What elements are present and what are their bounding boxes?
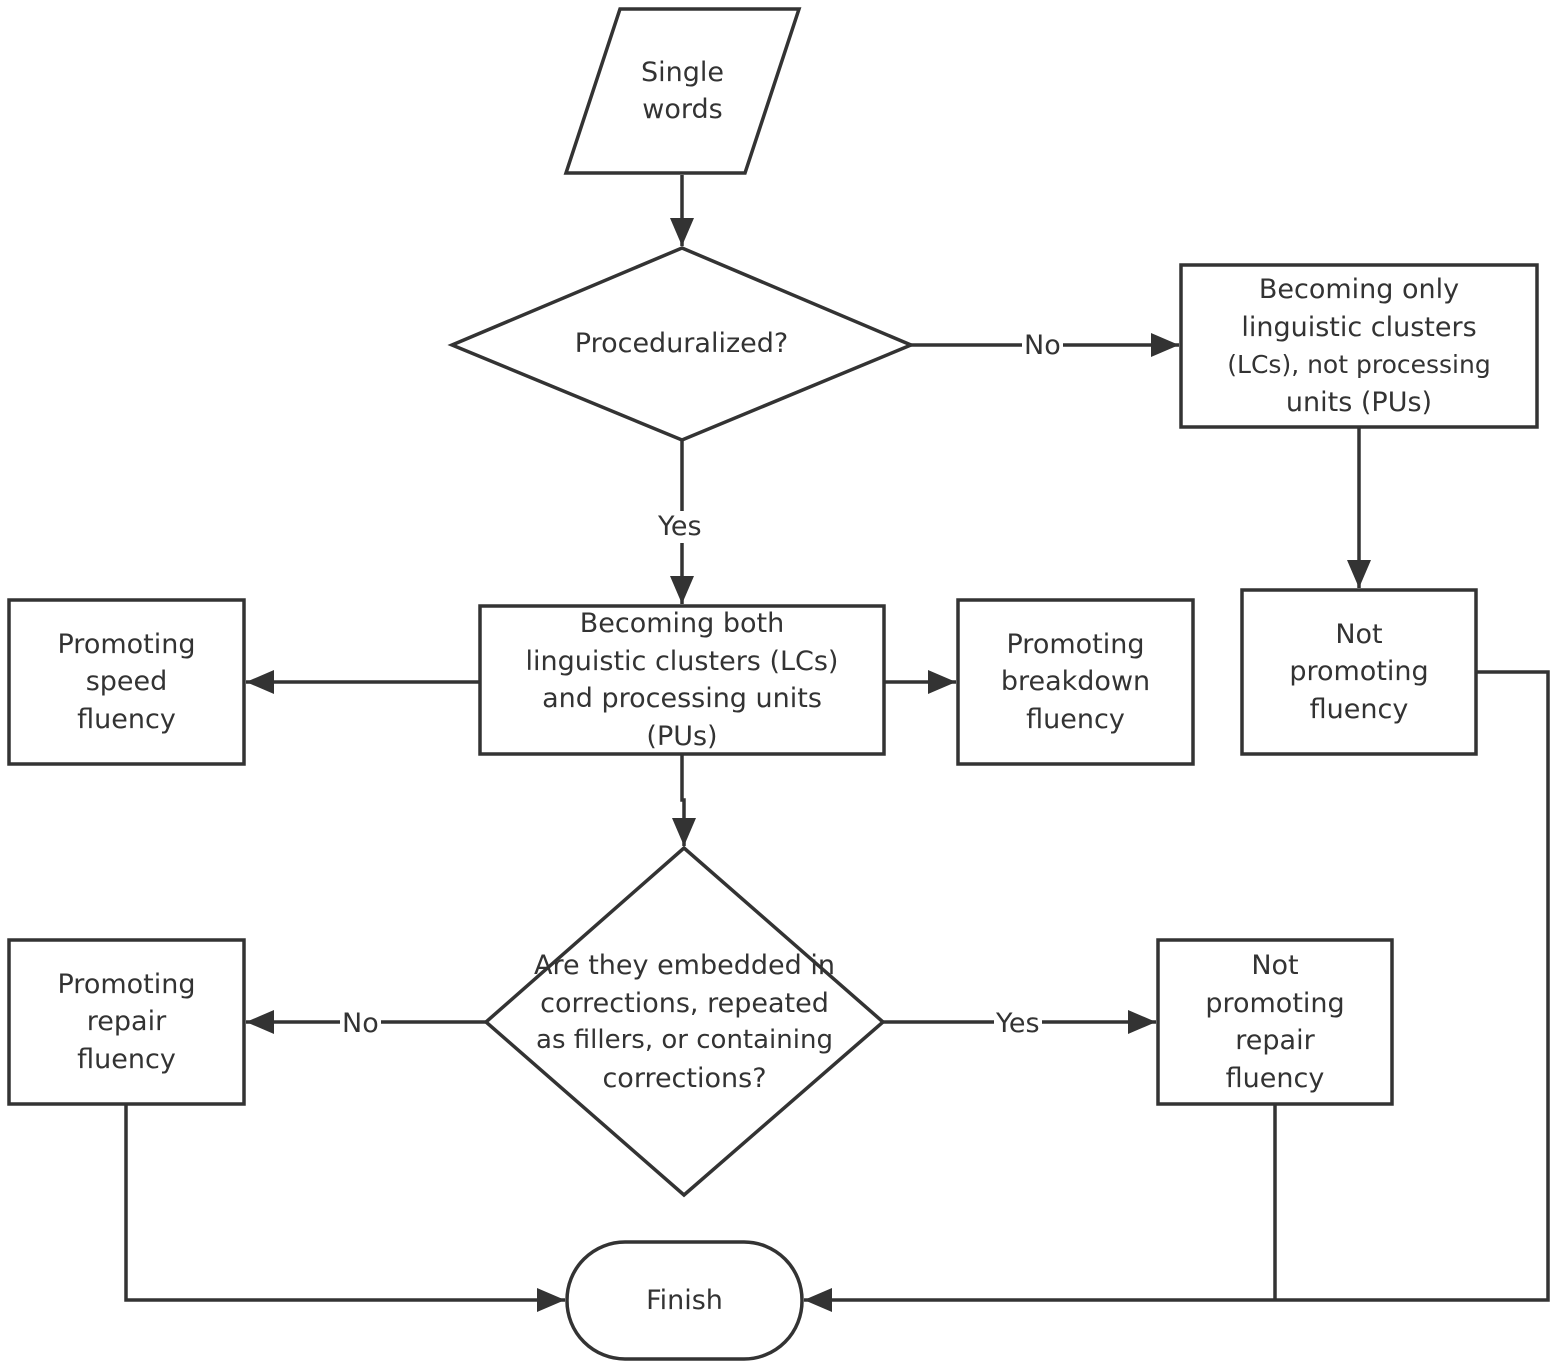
decision-embedded-line-3: as fillers, or containing [536, 1025, 833, 1055]
only-lcs-line-1: Becoming only [1258, 274, 1460, 305]
both-lcs-pus-line-2: linguistic clusters (LCs) [525, 645, 839, 677]
only-lcs-line-3: (LCs), not processing [1227, 350, 1491, 379]
finish-label: Finish [567, 1242, 802, 1359]
only-lcs-label: Becoming only linguistic clusters (LCs),… [1181, 265, 1537, 427]
speed-fluency-label: Promoting speed fluency [9, 600, 244, 764]
edge-label-proceduralized-yes: Yes [656, 511, 704, 543]
decision-embedded-diamond [483, 845, 886, 1198]
edge-label-embedded-no: No [340, 1008, 381, 1040]
start-label-line-1: Single [640, 56, 724, 88]
speed-fluency-box [7, 598, 246, 766]
repair-fluency-label: Promoting repair fluency [9, 940, 244, 1104]
not-repair-fluency-line-1: Not [1251, 950, 1299, 981]
decision-embedded-line-2: corrections, repeated [540, 987, 829, 1019]
not-promoting-fluency-line-1: Not [1335, 618, 1383, 650]
decision-embedded-line-4: corrections? [602, 1062, 767, 1094]
finish-line-1: Finish [646, 1284, 723, 1316]
not-repair-fluency-label: Not promoting repair fluency [1158, 940, 1392, 1104]
not-promoting-fluency-line-2: promoting [1289, 656, 1429, 688]
both-lcs-pus-line-1: Becoming both [579, 608, 785, 639]
not-promoting-fluency-line-3: fluency [1309, 693, 1409, 725]
finish-terminator [565, 1240, 804, 1361]
speed-fluency-line-2: speed [85, 666, 168, 698]
not-repair-fluency-line-2: promoting [1205, 987, 1345, 1019]
edge-label-proceduralized-no: No [1022, 330, 1063, 362]
decision-embedded-line-1: Are they embedded in [534, 950, 835, 981]
not-repair-fluency-line-4: fluency [1225, 1062, 1325, 1094]
start-parallelogram [563, 7, 802, 175]
breakdown-fluency-line-2: breakdown [1000, 666, 1151, 698]
only-lcs-line-2: linguistic clusters [1241, 311, 1477, 343]
speed-fluency-line-1: Promoting [57, 628, 196, 660]
both-lcs-pus-label: Becoming both linguistic clusters (LCs) … [480, 606, 884, 754]
repair-fluency-box [7, 938, 246, 1106]
breakdown-fluency-line-3: fluency [1026, 703, 1125, 735]
start-label: Single words [566, 9, 799, 173]
edge-label-embedded-yes: Yes [994, 1008, 1042, 1040]
speed-fluency-line-3: fluency [77, 703, 176, 735]
both-lcs-pus-line-3: and processing units [542, 683, 822, 714]
edge-both-to-embedded [672, 754, 696, 846]
decision-embedded-label: Are they embedded in corrections, repeat… [486, 930, 883, 1114]
repair-fluency-line-3: fluency [77, 1043, 176, 1075]
not-promoting-fluency-label: Not promoting fluency [1242, 590, 1476, 754]
edge-repair-to-finish [124, 1104, 565, 1312]
breakdown-fluency-label: Promoting breakdown fluency [958, 600, 1193, 764]
not-repair-fluency-line-3: repair [1235, 1025, 1315, 1056]
breakdown-fluency-box [956, 598, 1195, 766]
only-lcs-line-4: units (PUs) [1285, 386, 1433, 418]
repair-fluency-line-1: Promoting [57, 968, 196, 1000]
only-lcs-box [1179, 263, 1539, 429]
both-lcs-pus-line-4: (PUs) [646, 720, 718, 752]
repair-fluency-line-2: repair [86, 1006, 167, 1038]
edge-not-promoting-to-finish [804, 670, 1550, 1312]
breakdown-fluency-line-1: Promoting [1006, 628, 1145, 660]
not-repair-fluency-box [1156, 938, 1394, 1106]
start-label-line-2: words [642, 94, 723, 125]
decision-proceduralized-line-1: Proceduralized? [574, 328, 789, 360]
decision-proceduralized-label: Proceduralized? [452, 248, 911, 440]
